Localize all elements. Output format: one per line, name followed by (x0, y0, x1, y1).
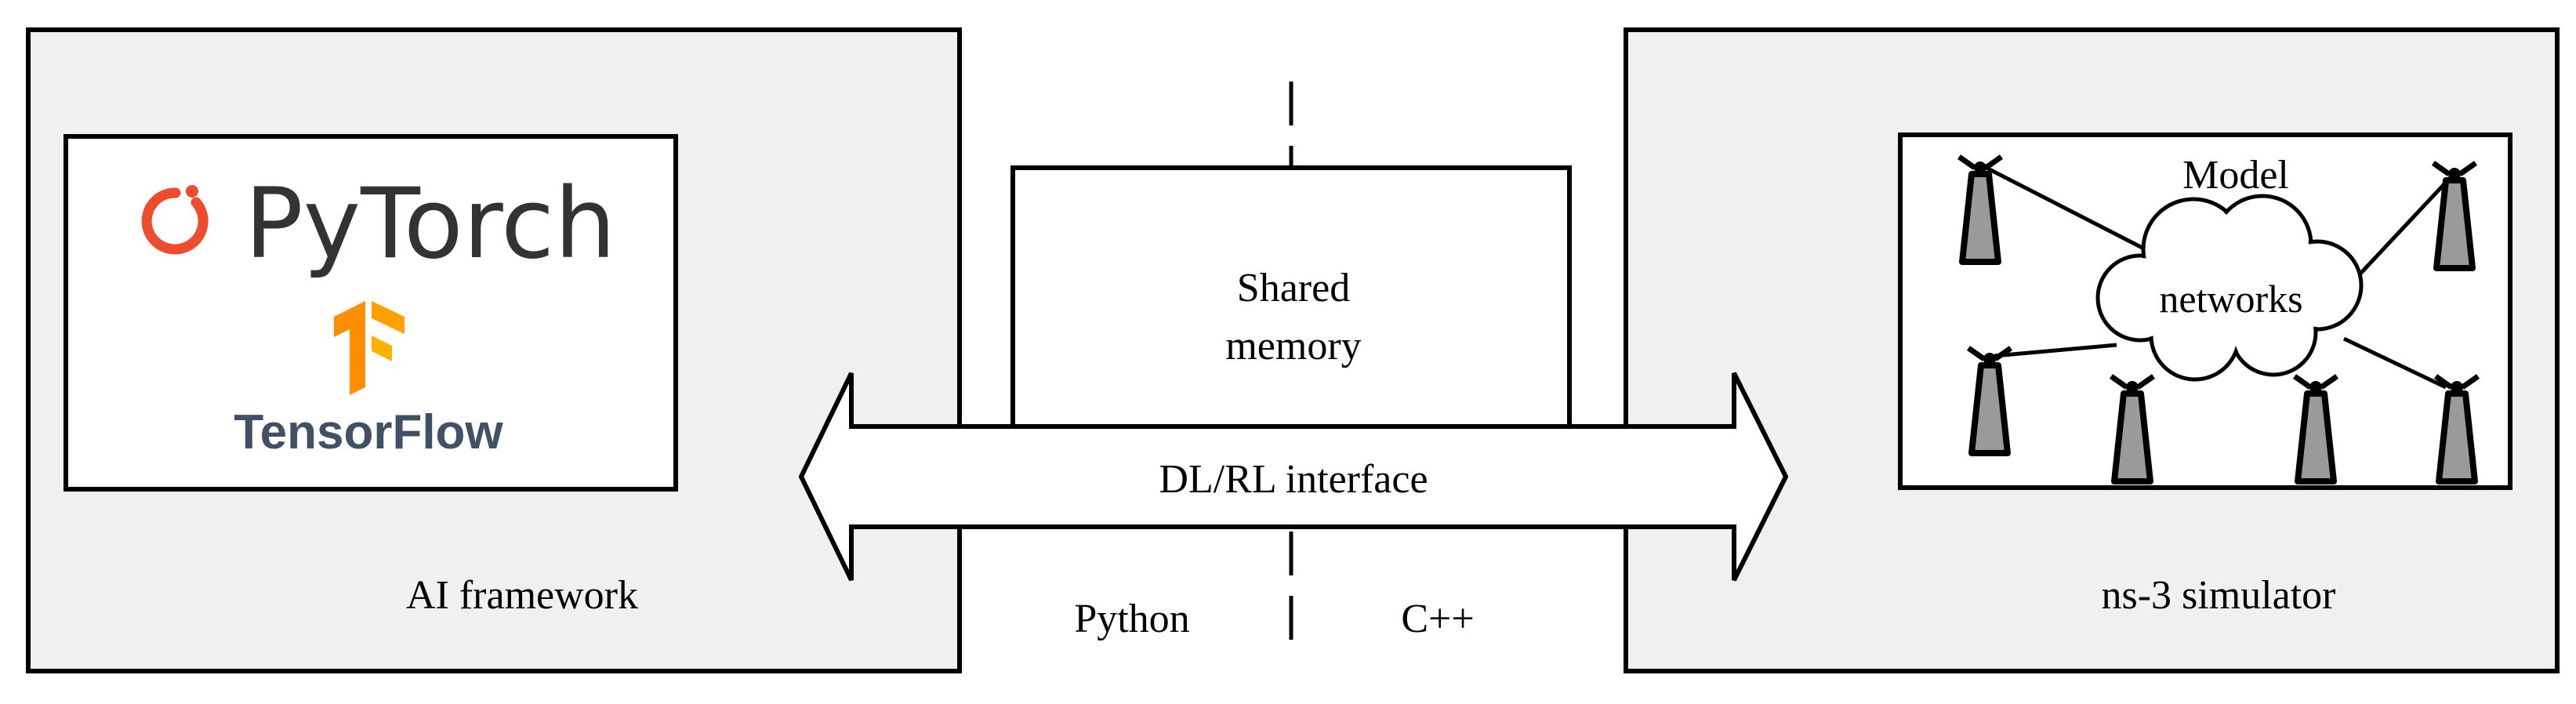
ai-framework-panel: PyTorch TensorFlow AI framework (26, 27, 962, 673)
python-label: Python (1074, 597, 1189, 641)
antenna-icon (1957, 154, 2004, 265)
shared-memory-label-line2: memory (1225, 324, 1361, 368)
antenna-icon (2431, 161, 2478, 271)
tensorflow-icon (334, 301, 405, 395)
shared-memory-label-line1: Shared (1237, 266, 1350, 310)
antenna-icon (2109, 374, 2156, 484)
ai-framework-label: AI framework (406, 573, 638, 618)
network-links (1982, 164, 2455, 390)
cpp-label: C++ (1401, 597, 1474, 641)
cloud-label: networks (2159, 277, 2302, 321)
ns3-simulator-panel: Model (1624, 27, 2560, 673)
dl-rl-interface-arrow: DL/RL interface (798, 372, 1789, 582)
pytorch-flame-icon (141, 185, 209, 255)
tensorflow-wordmark: TensorFlow (234, 405, 503, 459)
dl-rl-interface-label: DL/RL interface (1159, 457, 1428, 502)
pytorch-wordmark: PyTorch (245, 168, 616, 281)
shared-memory-box: Shared memory (1010, 165, 1572, 430)
antenna-icon (2433, 374, 2480, 484)
networks-cloud: networks (2095, 194, 2364, 382)
model-label: Model (2182, 153, 2289, 198)
tensorflow-logo: TensorFlow (234, 301, 503, 459)
pytorch-logo: PyTorch (141, 168, 616, 281)
antenna-icon (1966, 346, 2013, 456)
antenna-icon (2292, 374, 2339, 484)
ns3-simulator-label: ns-3 simulator (2102, 573, 2336, 618)
